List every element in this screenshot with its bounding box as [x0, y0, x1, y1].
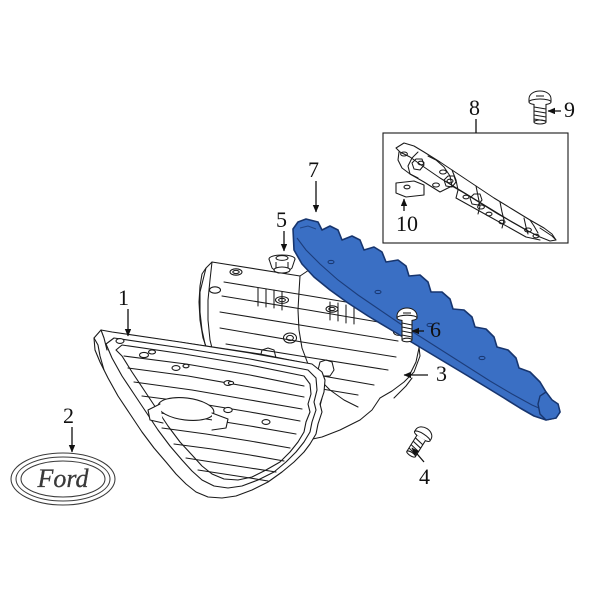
- callout-8: 8: [469, 95, 480, 120]
- callout-4: 4: [419, 464, 430, 489]
- leader-4: [411, 447, 425, 463]
- grille-support-bar: [292, 218, 561, 421]
- callout-9: 9: [564, 97, 575, 122]
- callout-7: 7: [308, 157, 319, 182]
- grille-panel-outline: [93, 329, 326, 499]
- push-pin-retainer: [268, 254, 296, 274]
- ford-emblem-text: Ford: [36, 464, 89, 493]
- callout-3: 3: [436, 361, 447, 386]
- callout-10: 10: [396, 211, 418, 236]
- ford-oval-emblem: [10, 452, 116, 506]
- callout-1: 1: [118, 285, 129, 310]
- callout-5: 5: [276, 207, 287, 232]
- flange-bolt-upper: [396, 307, 418, 343]
- retainer-clip: [395, 180, 425, 198]
- callout-2: 2: [63, 403, 74, 428]
- pan-head-screw: [528, 90, 552, 125]
- callout-6: 6: [430, 317, 441, 342]
